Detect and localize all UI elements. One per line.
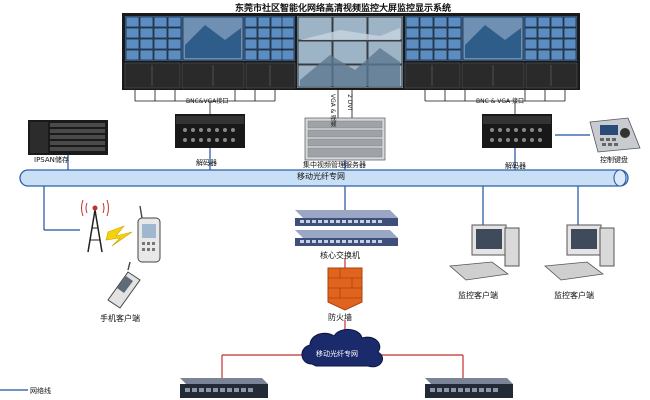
decoder-right-label: 解码器 <box>505 162 526 170</box>
decoder-left-device <box>175 114 245 148</box>
lightning-icon <box>105 225 133 247</box>
cell-tower-icon <box>81 199 109 253</box>
server-label: 集中视频管理服务器 <box>303 161 366 169</box>
mobile-phone-icon <box>107 261 141 309</box>
backbone-label: 移动光纤专网 <box>297 172 345 181</box>
decoder-right-device <box>482 114 552 148</box>
firewall-label: 防火墙 <box>328 313 352 322</box>
firewall-icon <box>327 258 363 311</box>
switch-label: 核心交换机 <box>320 251 360 260</box>
legend-line-label: 网络线 <box>30 387 51 395</box>
interface-label-right: BNC & VGA 接口 <box>476 98 525 105</box>
video-wall-right-panel <box>404 16 578 89</box>
monitor-client-1-label: 监控客户端 <box>458 291 498 300</box>
diagram-title: 东莞市社区智能化网络高清视频监控大屏监控显示系统 <box>235 4 452 14</box>
video-wall-center-panel <box>297 16 403 88</box>
control-keyboard-device <box>589 117 641 153</box>
monitor-client-computer-2 <box>544 224 615 281</box>
fiber-backbone <box>19 169 629 187</box>
keyboard-label: 控制键盘 <box>600 156 628 164</box>
interface-label-left: BNC&VGA接口 <box>186 98 229 105</box>
interface-label-center-a: VGA & 视频 <box>329 94 336 128</box>
ipsan-storage-rack <box>28 120 108 155</box>
video-wall <box>122 13 580 90</box>
fiber-network-cloud <box>301 329 383 368</box>
edge-switch-right-device <box>425 378 513 398</box>
video-wall-left-panel <box>124 16 296 89</box>
cloud-label: 移动光纤专网 <box>316 350 358 358</box>
mobile-client-label: 手机客户端 <box>100 314 140 323</box>
edge-switch-left-device <box>180 378 268 398</box>
decoder-left-label: 解码器 <box>196 159 217 167</box>
wall-connectors <box>134 90 566 118</box>
interface-label-center-b: 2 DVI <box>346 94 353 111</box>
ipsan-label: IPSAN储存 <box>34 156 69 164</box>
pda-phone-icon <box>137 205 161 263</box>
video-management-server <box>304 117 386 161</box>
monitor-client-computer-1 <box>449 224 520 281</box>
backbone-drops <box>0 134 590 391</box>
monitor-client-2-label: 监控客户端 <box>554 291 594 300</box>
core-switch-device <box>295 210 398 246</box>
